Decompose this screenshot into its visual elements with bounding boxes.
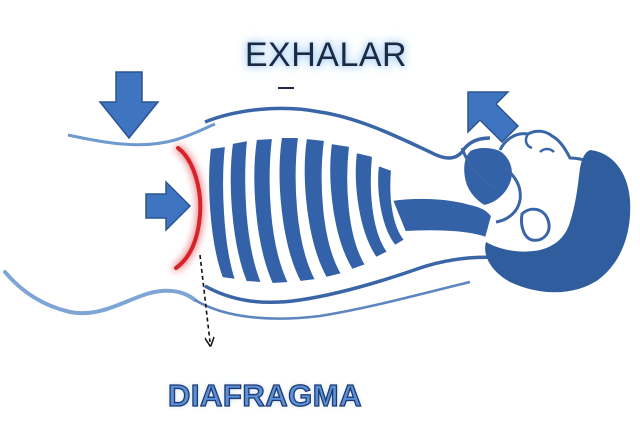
spine [392, 198, 492, 238]
face-outline [500, 131, 590, 162]
rib-cage [208, 137, 405, 284]
nose [526, 134, 532, 148]
neck [463, 147, 513, 206]
diaphragm-pointer-arrow [200, 255, 210, 342]
diaphragm-label: DIAFRAGMA [140, 372, 390, 420]
surface-line-upper [68, 124, 215, 145]
up-left-arrow-icon [468, 92, 518, 142]
ear [521, 209, 549, 240]
eye [540, 149, 554, 152]
floor-line [5, 272, 195, 313]
body-outline-outer [195, 282, 470, 319]
right-arrow-icon [146, 182, 190, 230]
exhale-label: EXHALAR [236, 30, 416, 80]
down-arrow-icon [100, 72, 158, 138]
